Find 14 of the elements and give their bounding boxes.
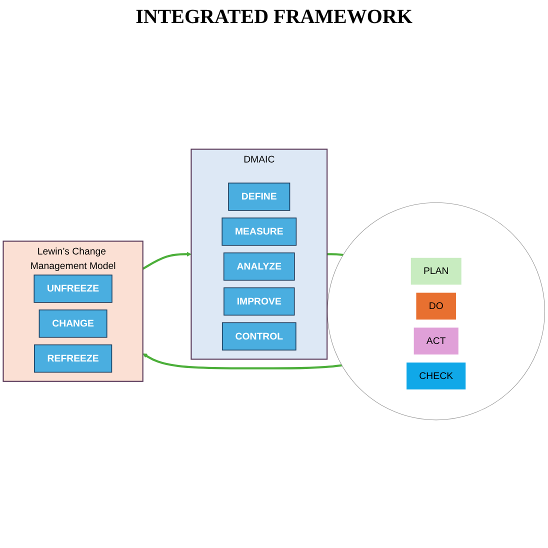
node-box: CONTROL [222,322,296,351]
node-box: DEFINE [228,183,290,212]
node-box: CHECK [406,362,466,390]
node-box: REFREEZE [34,344,112,374]
node-box: ANALYZE [223,252,295,282]
node-box: MEASURE [222,218,297,246]
node-box: IMPROVE [224,288,295,316]
framework-label: INTEGRATED FRAMEWORK [136,6,412,29]
node-box: UNFREEZE [34,275,112,304]
node-box: CHANGE [38,310,108,338]
arrow [142,252,192,270]
node-box: DO [416,292,456,321]
node-box: ACT [413,328,459,356]
node-box: PLAN [410,258,462,286]
